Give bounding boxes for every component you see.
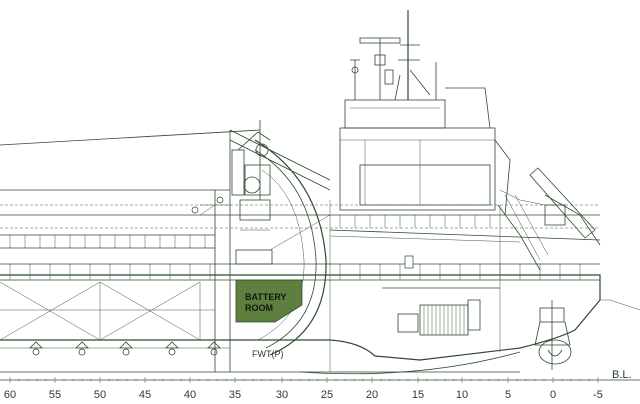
frame-tick-label: 35: [229, 389, 241, 401]
battery-room-label-line1: BATTERY: [245, 292, 287, 302]
deckhouse: [339, 87, 546, 216]
bottom-brackets: [29, 341, 221, 356]
hull-bracing: [0, 281, 215, 341]
frame-tick-label: 20: [366, 389, 378, 401]
deck-lines: [0, 129, 601, 281]
frame-tick-label: 5: [505, 389, 511, 401]
battery-room-area: [235, 279, 303, 323]
frame-scale: 60 55 50 45 40 35 30 25 20 15 10 5 0 -5 …: [0, 369, 640, 401]
bulkheads: [214, 130, 501, 372]
frame-tick-label: 25: [321, 389, 333, 401]
frame-tick-label: 0: [550, 389, 556, 401]
frame-tick-label: 30: [276, 389, 288, 401]
battery-room: BATTERY ROOM: [235, 279, 303, 323]
frame-tick-label: 10: [456, 389, 468, 401]
frame-tick-label: -5: [593, 389, 603, 401]
frame-tick-label: 50: [94, 389, 106, 401]
mast: [350, 10, 437, 101]
frame-tick-label: 15: [412, 389, 424, 401]
deck-railing: [9, 215, 581, 280]
baseline-label: B.L.: [612, 369, 632, 381]
aft-crane: [497, 167, 601, 271]
frame-tick-label: 45: [139, 389, 151, 401]
frame-tick-label: 40: [184, 389, 196, 401]
propeller-thruster: [534, 299, 640, 370]
frame-tick-label: 55: [49, 389, 61, 401]
curved-a-frame: [229, 129, 331, 356]
frame-tick-label: 60: [4, 389, 16, 401]
fwt-tank-tag: FWT(P): [252, 349, 284, 359]
battery-room-label-line2: ROOM: [245, 303, 273, 313]
engine-machinery: [382, 255, 500, 336]
winch-tower: [191, 120, 331, 265]
